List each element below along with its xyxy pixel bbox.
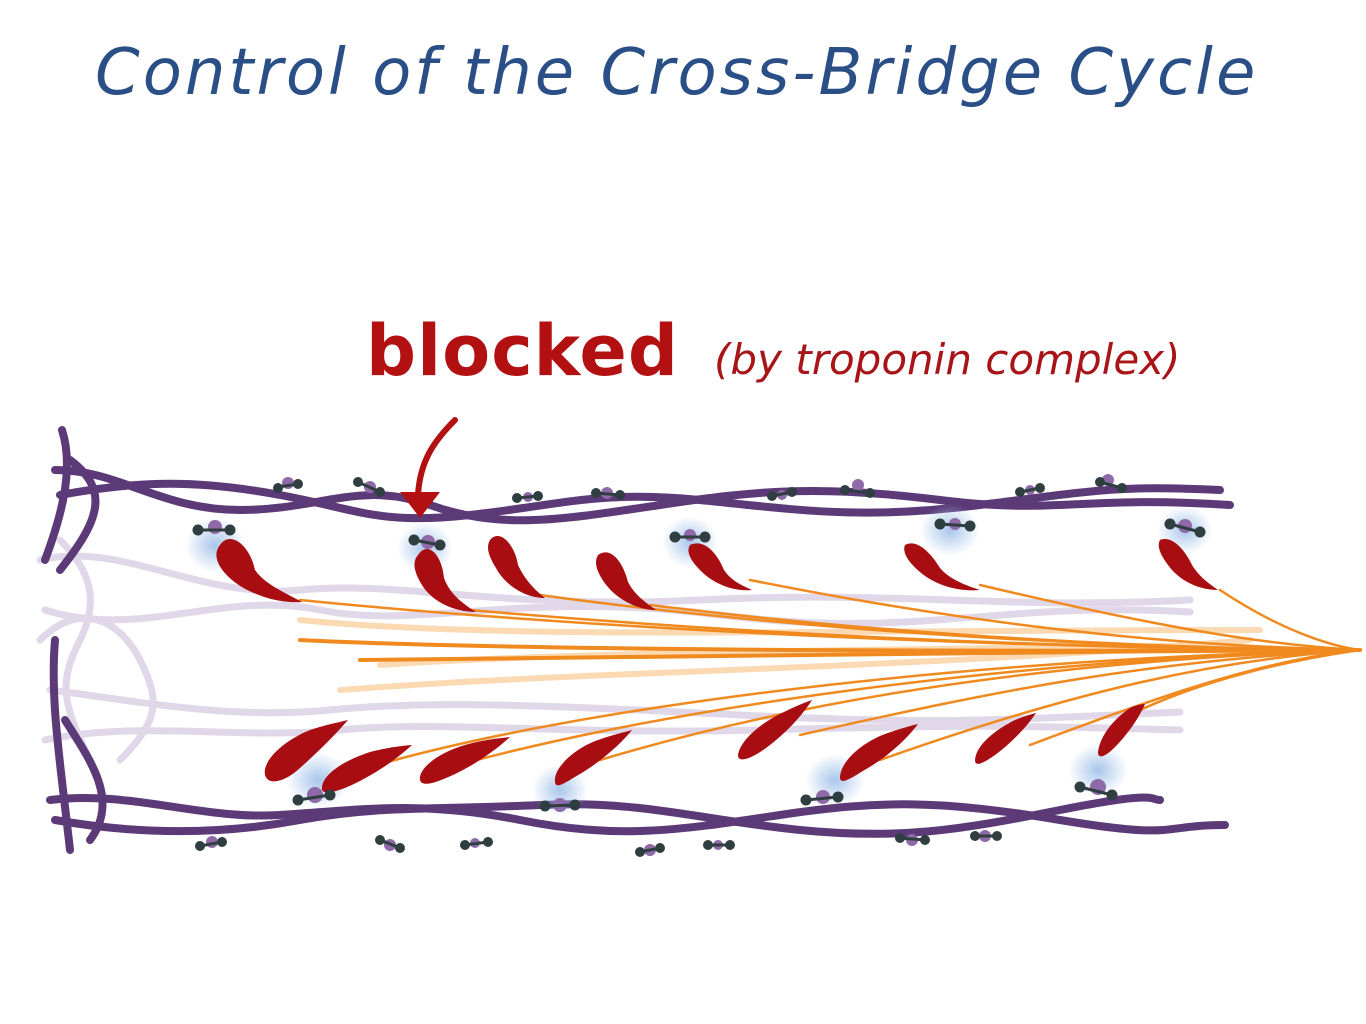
troponin-complexes-top (192, 474, 1206, 551)
bottom-actin-filament (46, 636, 1229, 854)
top-actin-filament (41, 426, 1234, 574)
diagram-title: Control of the Cross-Bridge Cycle (95, 36, 1259, 110)
troponin-complexes-bottom (195, 779, 1118, 857)
down-arrow-icon (400, 417, 458, 518)
blocked-label: blocked (366, 310, 679, 392)
thick-filament-tails (298, 578, 1362, 782)
myosin-heads-bottom (264, 700, 1145, 793)
background-filaments (36, 536, 1194, 764)
troponin-complex-label: (by troponin complex) (714, 335, 1181, 384)
myosin-heads-top (216, 536, 1218, 612)
